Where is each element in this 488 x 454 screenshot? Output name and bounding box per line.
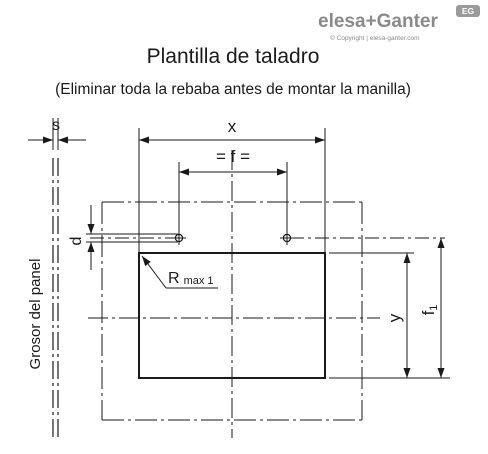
page-subtitle: (Eliminar toda la rebaba antes de montar… — [55, 81, 411, 98]
label-d: d — [68, 237, 85, 246]
radius-leader — [141, 255, 167, 289]
label-s: s — [52, 117, 60, 134]
brand-badge-icon — [456, 5, 480, 17]
brand-logo: elesa+Ganter © Copyright | elesa-ganter.… — [318, 5, 480, 42]
label-f1: f1 — [419, 305, 440, 316]
brand-name: elesa+Ganter — [318, 11, 438, 32]
brand-copyright: © Copyright | elesa-ganter.com — [330, 34, 420, 42]
label-f: = f = — [216, 147, 250, 166]
panel-thickness-lines — [28, 118, 86, 440]
label-y: y — [385, 313, 404, 322]
brand-badge: EG — [462, 6, 475, 16]
rectangular-cutout — [138, 252, 326, 379]
label-panel-thickness: Grosor del panel — [27, 259, 44, 370]
label-x: x — [228, 117, 237, 136]
page-title: Plantilla de taladro — [147, 45, 320, 68]
